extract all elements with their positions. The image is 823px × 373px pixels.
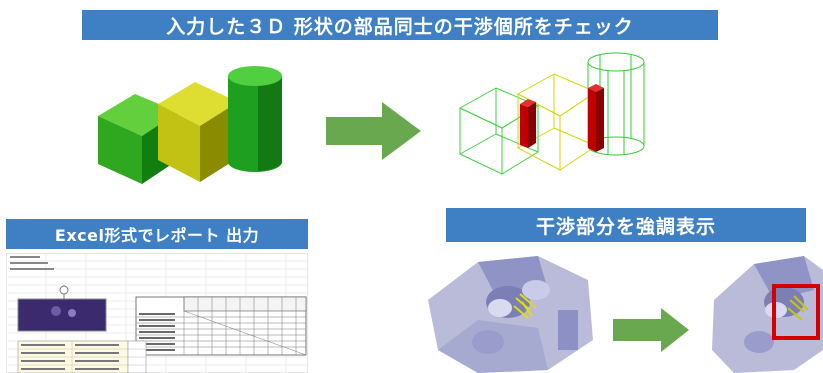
interference-lines-before — [513, 293, 537, 319]
interference-block-right — [588, 84, 604, 152]
mechanical-part-highlighted — [712, 256, 823, 373]
report-list-table — [17, 340, 147, 373]
cylinder-wireframe — [587, 52, 645, 156]
highlight-frame — [772, 284, 820, 340]
report-matrix-table — [135, 296, 307, 356]
yellow-box-top — [158, 82, 238, 126]
wireframe-interference-illustration — [458, 52, 645, 175]
yellow-box-left — [158, 104, 200, 182]
green-box-left — [98, 116, 142, 184]
arrow-right-icon — [326, 102, 421, 160]
cylinder-shade — [258, 76, 282, 171]
interference-lines-after — [787, 295, 809, 321]
title-banner: 入力した３Ｄ 形状の部品同士の干渉個所をチェック — [82, 10, 718, 40]
solid-parts-illustration — [98, 66, 282, 184]
mechanical-part-before — [428, 256, 593, 373]
excel-report-thumbnail — [6, 253, 308, 373]
cylinder-top — [228, 66, 282, 86]
interference-block-left — [520, 99, 536, 148]
highlight-banner: 干渉部分を強調表示 — [446, 208, 806, 242]
excel-report-banner: Excel形式でレポート 出力 — [6, 219, 308, 249]
arrow-right-icon — [613, 308, 689, 352]
